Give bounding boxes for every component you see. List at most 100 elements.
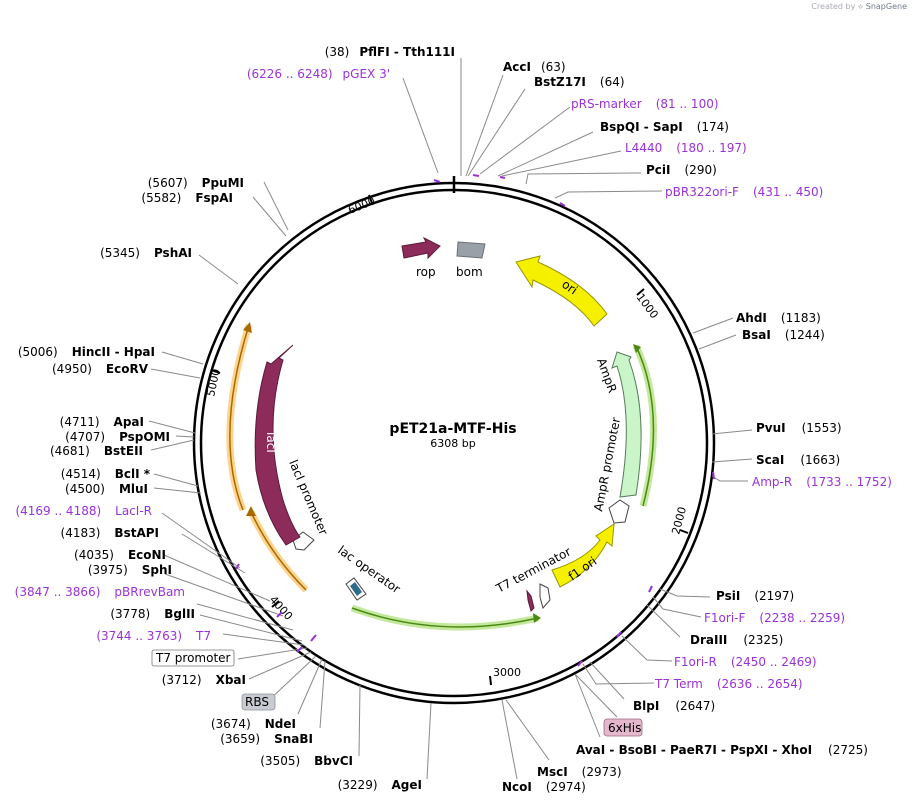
site-position: (4711) [60, 415, 100, 429]
site-name: AgeI [392, 778, 422, 792]
site-name: EcoNI [128, 548, 166, 562]
rbs-badge [241, 693, 276, 711]
site-position: (174) [697, 120, 729, 134]
site-name: BstEII [104, 444, 143, 458]
site-name: MluI [119, 482, 148, 496]
primer-name: pBR322ori-F [665, 185, 739, 199]
primer-position: (2636 .. 2654) [717, 677, 803, 691]
primer-name: pRS-marker [571, 97, 642, 111]
site-position: (4183) [61, 526, 101, 540]
site-position: (290) [685, 163, 717, 177]
ruler-tick-label: 3000 [493, 666, 521, 679]
plasmid-name: pET21a-MTF-His [389, 421, 516, 437]
site-label: BspQI - SapI (174) [600, 120, 729, 134]
watermark-text: Created by [811, 2, 856, 11]
site-position: (3505) [260, 754, 300, 768]
site-name: PflFI - Tth111I [359, 45, 455, 59]
feature-bom: bom [456, 241, 486, 279]
center-title: pET21a-MTF-His 6308 bp [389, 421, 516, 450]
primer-name: F1ori-R [674, 655, 717, 669]
primer-label: pBR322ori-F(431 .. 450) [665, 185, 823, 199]
site-label: (4183) BstAPI [61, 526, 159, 540]
site-position: (2647) [675, 699, 715, 713]
ruler-tick-label: 6000 [346, 194, 377, 217]
site-name: BspQI - SapI [600, 120, 683, 134]
primer-label: T7 Term (2636 .. 2654) [654, 677, 803, 691]
primer-position: (1733 .. 1752) [806, 475, 892, 489]
site-position: (1553) [802, 421, 842, 435]
site-label: (3674)NdeI [211, 717, 296, 731]
site-position: (3659) [220, 732, 260, 746]
primer-position: (3744 .. 3763) [96, 629, 182, 643]
site-label: (4707)PspOMI [65, 430, 170, 444]
site-label: (5006)HincII - HpaI [18, 345, 155, 359]
site-label: AccI(63) [503, 60, 566, 74]
site-label: (4500)MluI [65, 482, 148, 496]
snapgene-logo-icon: ⟡ [857, 2, 864, 11]
primer-position: (81 .. 100) [656, 97, 719, 111]
site-label: (5582) FspAI [141, 191, 233, 205]
site-position: (4950) [52, 362, 92, 376]
site-name: PshAI [154, 246, 192, 260]
leader-lines [148, 58, 753, 780]
site-name: BlpI [633, 699, 659, 713]
feature-label: 6xHis [608, 721, 641, 735]
site-name: ApaI [114, 415, 144, 429]
site-position: (5582) [141, 191, 181, 205]
site-position: (2197) [754, 589, 794, 603]
primer-position: (4169 .. 4188) [15, 504, 101, 518]
primer-label: pRS-marker (81 .. 100) [571, 97, 719, 111]
site-label: (4950)EcoRV [52, 362, 149, 376]
ruler-tick-label: 1000 [634, 291, 661, 321]
site-position: (1183) [781, 311, 821, 325]
primer-label: F1ori-F (2238 .. 2259) [704, 611, 845, 625]
feature-label: lac operator [335, 543, 403, 596]
feature-label: AmpR promoter [591, 416, 623, 512]
site-label: (3505) BbvCI [260, 754, 353, 768]
feature-lac-operator: lac operator [335, 543, 403, 601]
site-name: HincII - HpaI [72, 345, 155, 359]
feature-label: T7 promoter [155, 651, 231, 665]
primer-name: pBRrevBam [114, 585, 185, 599]
site-label: (4711) ApaI [60, 415, 144, 429]
primer-label: F1ori-R (2450 .. 2469) [674, 655, 817, 669]
primer-name: L4440 [625, 141, 662, 155]
feature-rop: rop [401, 236, 441, 279]
site-name: AccI [503, 60, 531, 74]
site-label: AvaI - BsoBI - PaeR7I - PspXI - XhoI (272… [576, 743, 868, 757]
site-name: BbvCI [314, 754, 353, 768]
site-name: ScaI [756, 453, 784, 467]
feature-label: bom [456, 265, 483, 279]
feature-amp-r-highlight [632, 344, 657, 507]
primer-name: T7 [195, 629, 211, 643]
feature-green-arc-bottom [350, 604, 541, 631]
site-name: PciI [646, 163, 671, 177]
site-label: (38)PflFI - Tth111I [325, 45, 455, 59]
site-label: PsiI(2197) [716, 589, 794, 603]
site-name: PpuMI [202, 176, 244, 190]
site-name: BclI * [115, 467, 151, 481]
site-label: MscI(2973) [537, 765, 622, 779]
primer-name: T7 Term [654, 677, 703, 691]
primer-marks [235, 174, 715, 667]
ruler-tick-label: 2000 [669, 505, 689, 535]
site-name: BstZ17I [534, 75, 586, 89]
site-label: AhdI(1183) [736, 311, 821, 325]
site-position: (5607) [148, 176, 188, 190]
site-label: BsaI(1244) [742, 328, 825, 342]
feature-ampr: AmpR AmpR promoter [591, 351, 642, 524]
site-name: AvaI - BsoBI - PaeR7I - PspXI - XhoI [576, 743, 812, 757]
primer-position: (2450 .. 2469) [731, 655, 817, 669]
site-position: (2325) [743, 633, 783, 647]
backbone [192, 176, 716, 705]
site-name: FspAI [195, 191, 233, 205]
site-label: (3975)SphI [88, 563, 172, 577]
site-name: BstAPI [114, 526, 159, 540]
site-position: (2725) [828, 743, 868, 757]
primer-position: (2238 .. 2259) [759, 611, 845, 625]
feature-label: rop [416, 265, 436, 279]
site-position: (3975) [88, 563, 128, 577]
primer-label: (6226 .. 6248)pGEX 3' [247, 67, 390, 81]
site-position: (1244) [785, 328, 825, 342]
primer-name: F1ori-F [704, 611, 745, 625]
